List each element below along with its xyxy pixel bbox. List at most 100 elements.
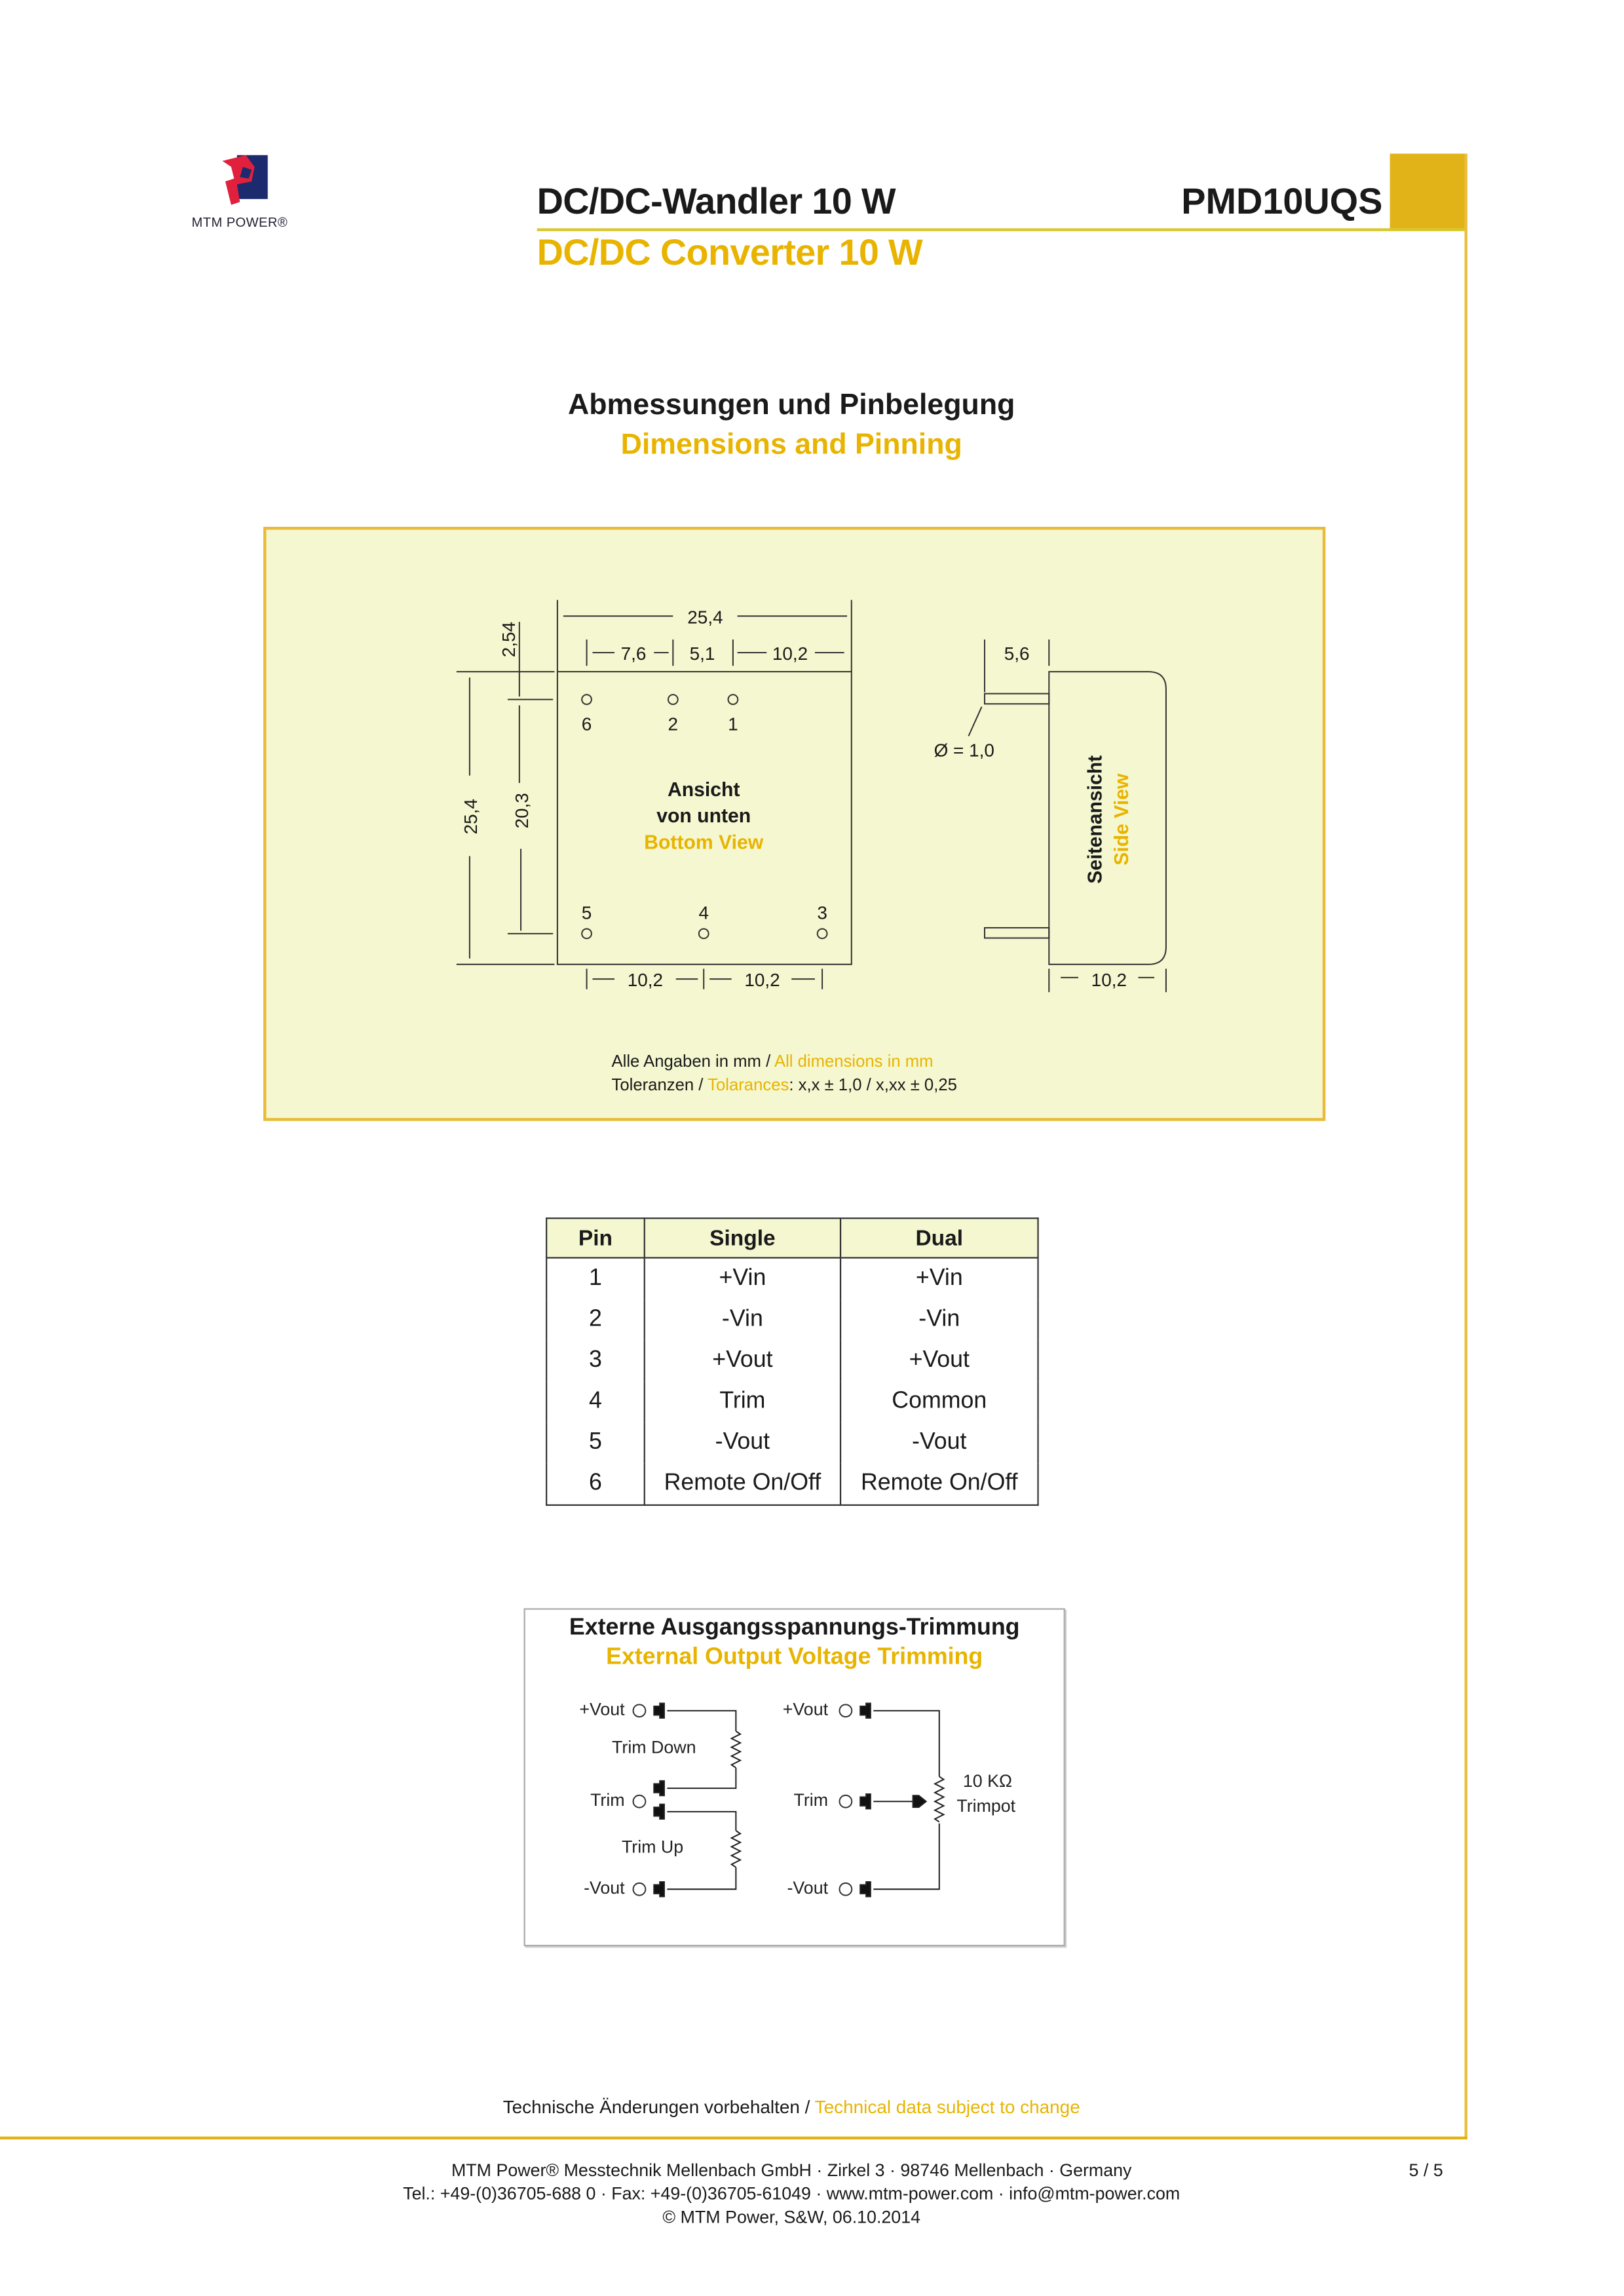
trim-left-minus-vout: -Vout	[584, 1878, 625, 1898]
table-row: 3+Vout+Vout	[546, 1340, 1039, 1382]
cell-dual: +Vin	[839, 1257, 1039, 1300]
cell-single: Remote On/Off	[643, 1463, 842, 1506]
dim-left-offset: 2,54	[499, 622, 519, 657]
dim-bottom-seg-1: 10,2	[628, 970, 663, 990]
dim-top-seg-3: 10,2	[772, 643, 808, 664]
dim-left-overall: 25,4	[461, 799, 481, 834]
note-tol-de: Toleranzen /	[611, 1077, 708, 1095]
dim-top-seg-1: 7,6	[621, 643, 647, 664]
header-single: Single	[643, 1217, 842, 1259]
cell-pin: 1	[546, 1257, 645, 1300]
section-title-german: Abmessungen und Pinbelegung	[567, 389, 1015, 422]
trimming-title-english: External Output Voltage Trimming	[606, 1645, 983, 1670]
table-row: 1+Vin+Vin	[546, 1257, 1039, 1300]
dim-pin-diameter: Ø = 1,0	[934, 740, 994, 761]
cell-dual: -Vin	[839, 1299, 1039, 1341]
pin-label-6: 6	[582, 714, 592, 734]
cell-single: +Vout	[643, 1340, 842, 1382]
dim-side-width: 10,2	[1091, 970, 1127, 990]
page-border-right	[1464, 153, 1467, 2140]
pin-table-header: Pin Single Dual	[546, 1217, 1039, 1259]
resistor-trim-down	[730, 1731, 742, 1769]
pin-label-3: 3	[817, 903, 827, 923]
trimpot-wiper-arrow	[912, 1795, 928, 1808]
trim-right-trim: Trim	[794, 1790, 829, 1810]
side-pin-bottom	[984, 927, 1050, 939]
cell-dual: +Vout	[839, 1340, 1039, 1382]
trimpot-label: Trimpot	[956, 1796, 1015, 1816]
footer-contact: Tel.: +49-(0)36705-688 0 · Fax: +49-(0)3…	[403, 2183, 1180, 2204]
pin-label-5: 5	[582, 903, 592, 923]
title-german: DC/DC-Wandler 10 W	[537, 181, 896, 223]
page-number: 5 / 5	[1408, 2160, 1443, 2181]
cell-dual: -Vout	[839, 1422, 1039, 1464]
view-label-de-1: Ansicht	[668, 779, 740, 801]
section-title-english: Dimensions and Pinning	[620, 429, 962, 461]
cell-single: Trim	[643, 1381, 842, 1423]
note-units-de: Alle Angaben in mm /	[611, 1053, 774, 1071]
footer-copyright: © MTM Power, S&W, 06.10.2014	[662, 2206, 921, 2228]
dimension-drawing-panel	[263, 526, 1326, 1121]
cell-pin: 6	[546, 1463, 645, 1506]
pin-hole-6	[581, 694, 592, 705]
trimming-panel	[523, 1608, 1065, 1947]
title-english: DC/DC Converter 10 W	[537, 233, 923, 274]
cell-dual: Common	[839, 1381, 1039, 1423]
bottom-view-drawing	[456, 600, 852, 989]
pin-hole-1	[727, 694, 739, 705]
cell-pin: 3	[546, 1340, 645, 1382]
side-pin-top	[984, 693, 1050, 705]
product-code: PMD10UQS	[1181, 181, 1383, 223]
trim-left-plus-vout: +Vout	[579, 1699, 625, 1719]
note-tol-values: : x,x ± 1,0 / x,xx ± 0,25	[789, 1077, 957, 1095]
side-label-en: Side View	[1111, 773, 1133, 866]
header-dual: Dual	[839, 1217, 1039, 1259]
resistor-trim-up	[730, 1830, 742, 1868]
pin-label-4: 4	[698, 903, 709, 923]
trim-left-trim: Trim	[590, 1790, 625, 1810]
cell-single: +Vin	[643, 1257, 842, 1300]
dim-top-seg-2: 5,1	[690, 643, 715, 664]
dim-left-pin-span: 20,3	[512, 793, 532, 828]
change-notice: Technische Änderungen vorbehalten / Tech…	[0, 2097, 1583, 2117]
trim-right-circuit	[839, 1702, 945, 1898]
note-tol-en: Tolarances	[708, 1077, 789, 1095]
trim-right-plus-vout: +Vout	[783, 1699, 829, 1719]
trim-up-label: Trim Up	[622, 1837, 683, 1856]
logo-text: MTM POWER®	[191, 215, 288, 230]
accent-block	[1389, 153, 1466, 230]
change-notice-en: Technical data subject to change	[814, 2097, 1080, 2118]
pin-label-1: 1	[728, 714, 738, 734]
cell-single: -Vout	[643, 1422, 842, 1464]
trim-left-circuit	[632, 1702, 742, 1898]
side-label-de: Seitenansicht	[1085, 756, 1106, 884]
module-outline	[556, 671, 852, 965]
header-pin: Pin	[546, 1217, 645, 1259]
cell-pin: 2	[546, 1299, 645, 1341]
cell-pin: 4	[546, 1381, 645, 1423]
note-units-en: All dimensions in mm	[774, 1053, 934, 1071]
dimension-notes: Alle Angaben in mm / All dimensions in m…	[612, 1051, 957, 1098]
change-notice-de: Technische Änderungen vorbehalten /	[502, 2097, 815, 2118]
trim-down-label: Trim Down	[612, 1737, 696, 1757]
trimpot-value: 10 KΩ	[963, 1771, 1012, 1791]
pin-hole-3	[816, 928, 828, 940]
pin-hole-5	[581, 928, 592, 940]
cell-single: -Vin	[643, 1299, 842, 1341]
cell-dual: Remote On/Off	[839, 1463, 1039, 1506]
footer-address: MTM Power® Messtechnik Mellenbach GmbH ·…	[451, 2160, 1132, 2181]
dim-bottom-seg-2: 10,2	[744, 970, 780, 990]
pin-label-2: 2	[668, 714, 679, 734]
cell-pin: 5	[546, 1422, 645, 1464]
dim-side-height: 5,6	[1004, 643, 1030, 664]
view-label-en: Bottom View	[644, 832, 763, 853]
trimming-title-german: Externe Ausgangsspannungs-Trimmung	[569, 1615, 1020, 1641]
pin-hole-4	[698, 928, 709, 940]
header-divider	[537, 228, 1466, 231]
table-row: 2-Vin-Vin	[546, 1299, 1039, 1341]
